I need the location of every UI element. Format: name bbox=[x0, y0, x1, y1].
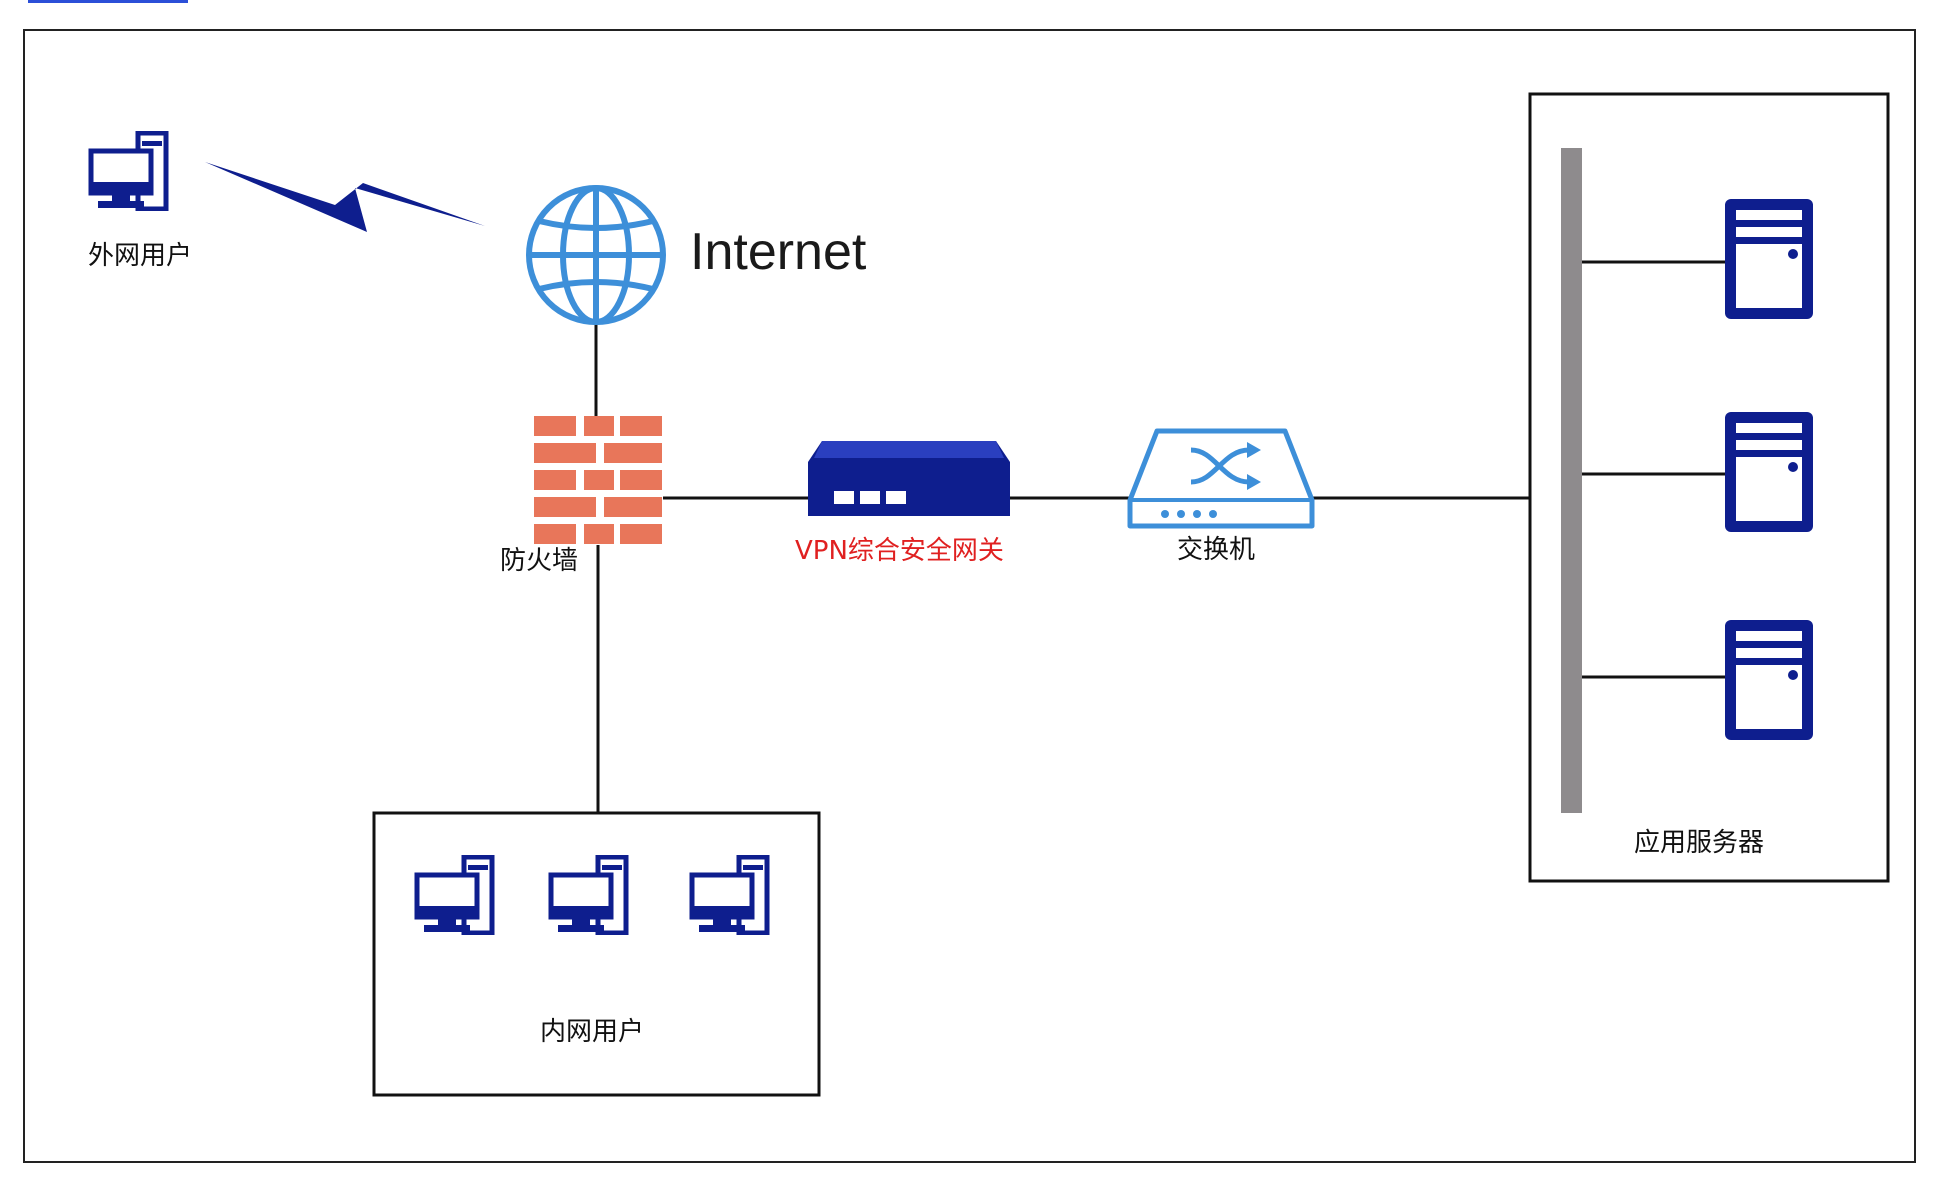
pc-icon bbox=[689, 855, 770, 935]
switch-icon bbox=[1127, 428, 1315, 529]
external-users-label: 外网用户 bbox=[88, 241, 193, 271]
server-icon bbox=[1725, 412, 1813, 532]
vpn-gateway-icon bbox=[808, 441, 1010, 516]
app-servers-label: 应用服务器 bbox=[1634, 828, 1765, 858]
firewall-label: 防火墙 bbox=[500, 546, 579, 576]
switch-label: 交换机 bbox=[1177, 535, 1256, 565]
firewall-icon bbox=[534, 416, 662, 544]
server-bus bbox=[1561, 148, 1582, 813]
pc-icon bbox=[414, 855, 495, 935]
wireless-link-bolt bbox=[205, 162, 485, 232]
diagram-frame bbox=[23, 29, 1916, 1163]
pc-icon bbox=[88, 131, 169, 211]
internet-label: Internet bbox=[690, 223, 867, 281]
internal-users-box bbox=[372, 811, 821, 1097]
pc-icon bbox=[548, 855, 629, 935]
internal-users-label: 内网用户 bbox=[540, 1017, 645, 1047]
vpn-gateway-label: VPN综合安全网关 bbox=[795, 536, 1004, 566]
server-box bbox=[1528, 92, 1890, 883]
globe-icon bbox=[526, 185, 666, 325]
top-accent-line bbox=[28, 0, 188, 3]
server-icon bbox=[1725, 620, 1813, 740]
server-icon bbox=[1725, 199, 1813, 319]
